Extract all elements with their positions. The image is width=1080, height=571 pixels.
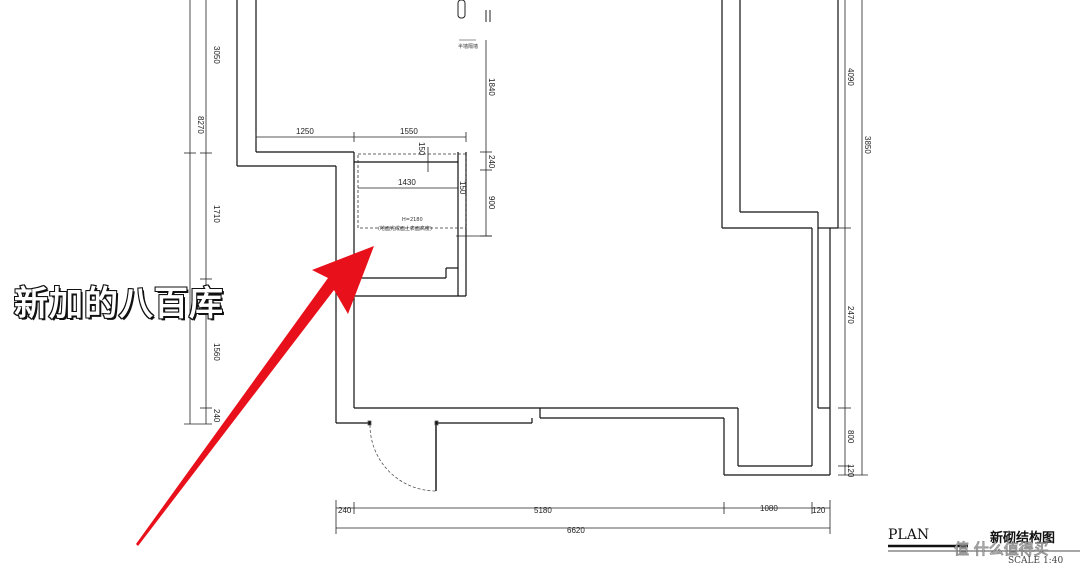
dim-left-3: 1710 [212, 205, 221, 223]
dim-right-5: 120 [846, 464, 855, 478]
walls [236, 0, 839, 476]
dimension-labels: 3050 8270 1710 1560 240 1250 1550 150 14… [196, 46, 872, 535]
door [367, 420, 439, 492]
dim-left-5: 240 [212, 409, 221, 423]
drawing-name: 新砌结构图 [990, 531, 1056, 546]
dim-right-upper-1: 1840 [487, 78, 496, 96]
dim-right-1: 4090 [846, 68, 855, 86]
scale-label: SCALE 1:40 [1008, 556, 1064, 566]
dim-left-2: 8270 [196, 116, 205, 134]
annotation-caption: 新加的八百库 [13, 283, 224, 325]
dim-top-1: 1250 [296, 127, 314, 136]
dim-right-upper-3: 900 [487, 196, 496, 210]
annotations: 半墙隔墙 H=2180 (地面完成面上表面高度) [378, 43, 478, 232]
dim-top-3: 150 [417, 142, 426, 156]
height-description: (地面完成面上表面高度) [378, 225, 432, 232]
dim-bottom-4: 120 [812, 506, 826, 515]
height-note: H=2180 [402, 217, 423, 223]
dim-right-2: 3850 [863, 136, 872, 154]
arrow-icon [136, 246, 374, 546]
dim-left-1: 3050 [212, 46, 221, 64]
dim-left-4: 1560 [212, 343, 221, 361]
dim-top-2: 1550 [400, 127, 418, 136]
dim-right-4: 800 [846, 430, 855, 444]
dim-bottom-3: 1080 [760, 504, 778, 513]
dim-bottom-1: 240 [338, 506, 352, 515]
opening-note: 半墙隔墙 [458, 43, 478, 50]
dim-top-5: 150 [458, 181, 467, 195]
dim-top-4: 1430 [398, 178, 416, 187]
title-rule [888, 544, 1080, 552]
watermark: 值 什么值得买 [954, 540, 1050, 559]
top-fixtures [457, 0, 491, 41]
dim-right-upper-2: 240 [487, 155, 496, 169]
new-room-dashed-outline [357, 153, 467, 229]
plan-title: PLAN [888, 527, 930, 543]
dimension-lines [184, 0, 868, 534]
dim-bottom-2: 5180 [534, 506, 552, 515]
dim-right-3: 2470 [846, 306, 855, 324]
dim-bottom-5: 6620 [567, 526, 585, 535]
